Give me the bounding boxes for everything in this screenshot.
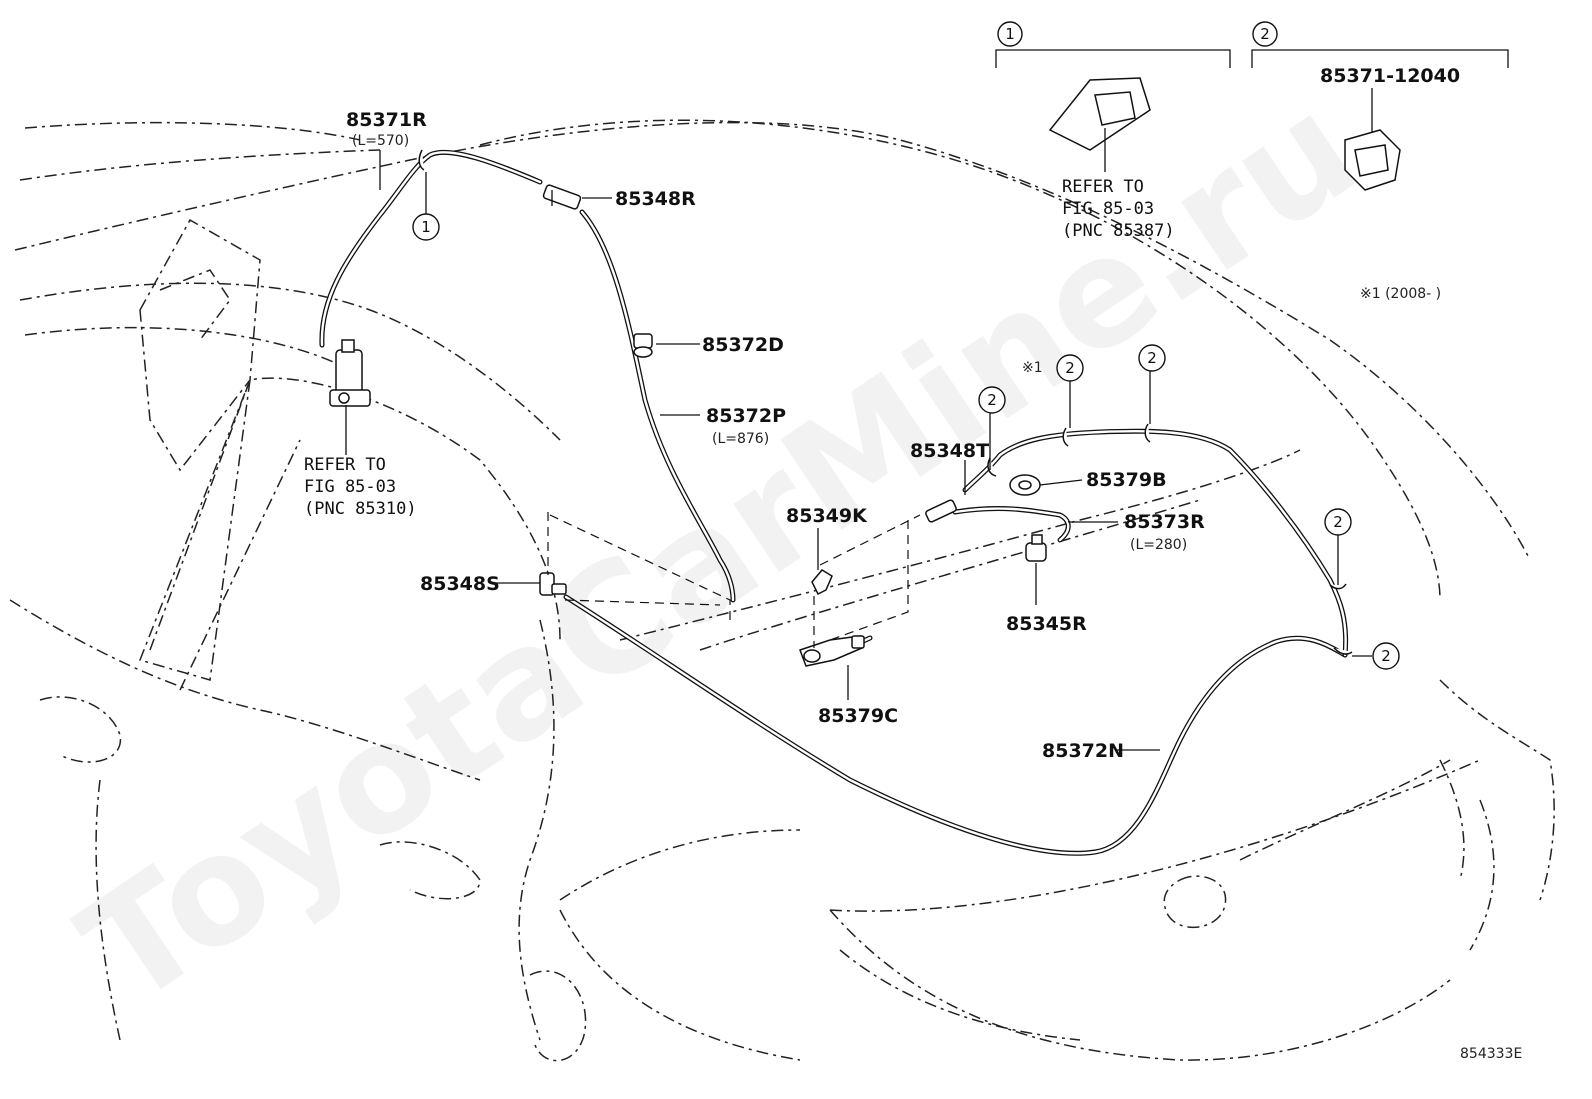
legend-num-1: 1 xyxy=(1005,25,1015,43)
callout-circles: 1 2 2 2 2 2 xyxy=(412,213,1400,670)
connector-85348T xyxy=(925,499,957,523)
note-mark: ※1 xyxy=(1022,360,1043,376)
grommet-85379B xyxy=(1009,474,1041,496)
label-85345R[interactable]: 85345R xyxy=(1006,613,1087,635)
pump-refer-line2: FIG 85-03 xyxy=(304,477,396,497)
callout-2d: 2 xyxy=(1333,513,1343,531)
legend1-refer-line1: REFER TO xyxy=(1062,177,1144,197)
callout-2b: 2 xyxy=(1065,359,1075,377)
connection-lines xyxy=(547,512,921,648)
label-85348T[interactable]: 85348T xyxy=(910,440,989,462)
figure-id: 854333E xyxy=(1460,1046,1522,1062)
label-85349K[interactable]: 85349K xyxy=(786,505,868,527)
label-85348R[interactable]: 85348R xyxy=(615,188,696,210)
legend2-part-label: 85371-12040 xyxy=(1320,65,1460,87)
hose-clips xyxy=(418,149,1353,655)
pump-refer-line1: REFER TO xyxy=(304,455,386,475)
elbow-85349K xyxy=(811,569,833,596)
label-85379C[interactable]: 85379C xyxy=(818,705,898,727)
label-85373R[interactable]: 85373R xyxy=(1124,511,1205,533)
part-labels: 85371R (L=570) 85348R 85372D 85372P (L=8… xyxy=(304,109,1205,762)
pump-refer-line3: (PNC 85310) xyxy=(304,499,417,519)
legend-part-85371-12040 xyxy=(1344,129,1401,191)
label-85372P[interactable]: 85372P xyxy=(706,405,786,427)
legend-bracket-2: 2 xyxy=(1251,21,1509,68)
sublabel-85372P: (L=876) xyxy=(712,431,769,447)
legend-num-2: 2 xyxy=(1260,25,1270,43)
joint-85348S xyxy=(539,572,567,596)
connector-85348R xyxy=(542,184,582,210)
clip-85372D xyxy=(633,333,653,358)
holder-85379C xyxy=(799,635,865,667)
label-85371R[interactable]: 85371R xyxy=(346,109,427,131)
label-85348S[interactable]: 85348S xyxy=(420,573,500,595)
callout-1: 1 xyxy=(421,218,431,236)
callout-2a: 2 xyxy=(987,391,997,409)
legend1-refer-line2: FIG 85-03 xyxy=(1062,199,1154,219)
callout-2c: 2 xyxy=(1147,349,1157,367)
car-body-outline xyxy=(9,119,1555,1062)
sublabel-85371R: (L=570) xyxy=(352,133,409,149)
sublabel-85373R: (L=280) xyxy=(1130,537,1187,553)
label-85372N[interactable]: 85372N xyxy=(1042,740,1124,762)
washer-pump xyxy=(329,339,371,407)
label-85379B[interactable]: 85379B xyxy=(1086,469,1167,491)
legend1-refer-line3: (PNC 85387) xyxy=(1062,221,1175,241)
leader-lines xyxy=(345,88,1373,751)
callout-2e: 2 xyxy=(1381,647,1391,665)
hoses xyxy=(319,149,1349,856)
legend-bracket-1: 1 xyxy=(995,21,1231,68)
label-85372D[interactable]: 85372D xyxy=(702,334,784,356)
nozzle-85345R xyxy=(1025,534,1047,562)
note-text: ※1 (2008- ) xyxy=(1360,286,1441,302)
legend-part-85387 xyxy=(1048,77,1151,151)
